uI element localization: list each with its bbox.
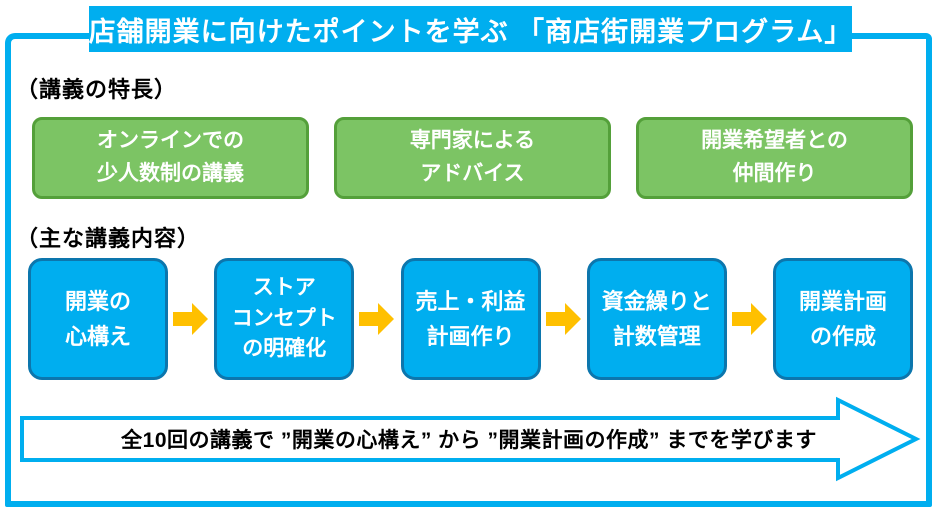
step-box-concept: ストア コンセプト の明確化: [214, 258, 355, 380]
flow-arrow-icon: [173, 303, 209, 335]
step-box-label: 売上・利益 計画作り: [415, 288, 526, 349]
step-box-cashflow: 資金繰りと 計数管理: [586, 258, 727, 380]
features-row: オンラインでの 少人数制の講義 専門家による アドバイス 開業希望者との 仲間作…: [32, 117, 913, 199]
feature-box-networking: 開業希望者との 仲間作り: [636, 117, 913, 199]
timeline-arrow: [20, 396, 921, 482]
feature-box-expert: 専門家による アドバイス: [334, 117, 611, 199]
curriculum-steps-row: 開業の 心構え ストア コンセプト の明確化 売上・利益 計画作り 資金繰りと …: [28, 258, 913, 380]
summary-text: 全10回の講義で ”開業の心構え” から ”開業計画の作成” までを学びます: [121, 429, 817, 452]
features-section-label: （講義の特長）: [16, 77, 178, 102]
step-box-sales-plan: 売上・利益 計画作り: [400, 258, 541, 380]
page-title: 店舗開業に向けたポイントを学ぶ 「商店街開業プログラム」: [88, 16, 853, 47]
step-box-business-plan: 開業計画 の作成: [773, 258, 913, 380]
step-box-mindset: 開業の 心構え: [28, 258, 168, 380]
flow-arrow-icon: [731, 303, 767, 335]
feature-box-label: オンラインでの 少人数制の講義: [97, 129, 244, 185]
step-box-label: 資金繰りと 計数管理: [601, 288, 712, 349]
feature-box-label: 専門家による アドバイス: [409, 129, 536, 185]
curriculum-section-label: （主な講義内容）: [16, 226, 201, 251]
feature-box-online: オンラインでの 少人数制の講義: [32, 117, 309, 199]
flow-arrow-icon: [545, 303, 581, 335]
step-box-label: 開業の 心構え: [64, 288, 131, 349]
title-banner: 店舗開業に向けたポイントを学ぶ 「商店街開業プログラム」: [89, 6, 852, 52]
step-box-label: 開業計画 の作成: [798, 288, 887, 349]
feature-box-label: 開業希望者との 仲間作り: [701, 129, 848, 185]
flow-arrow-icon: [359, 303, 395, 335]
step-box-label: ストア コンセプト の明確化: [231, 276, 337, 361]
